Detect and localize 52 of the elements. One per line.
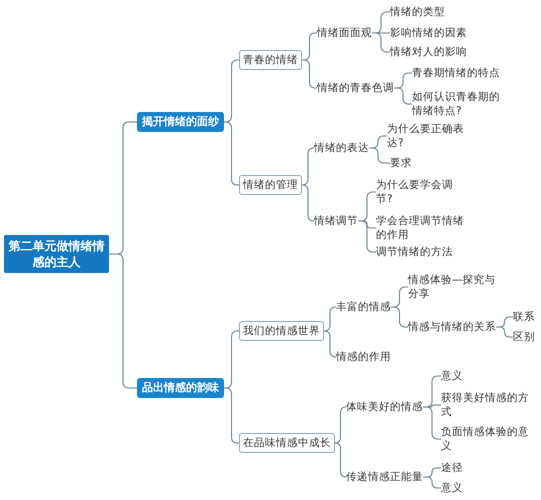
topic-label: 情感与情绪的关系 xyxy=(408,320,496,334)
connector-line xyxy=(224,59,239,123)
topic-label: 途径 xyxy=(441,461,463,475)
connector-line xyxy=(394,87,412,105)
topic-label: 情绪的类型 xyxy=(390,5,445,19)
topic-label: 体味美好的情感 xyxy=(346,400,423,414)
topic-label: 负面情感体验的意义 xyxy=(441,425,533,453)
topic-label: 影响情绪的因素 xyxy=(390,26,467,40)
topic-label: 情绪对人的影响 xyxy=(390,45,467,59)
connector-line xyxy=(224,121,239,186)
connector-line xyxy=(369,147,390,164)
central-topic-box: 第二单元做情绪情感的主人 xyxy=(4,235,109,273)
connector-line xyxy=(334,406,347,444)
topic-label: 情绪的表达 xyxy=(314,141,369,155)
connector-line xyxy=(301,184,315,222)
topic-label: 为什么要正确表达? xyxy=(387,122,467,150)
connector-line xyxy=(323,306,337,332)
topic-label: 要求 xyxy=(390,156,412,170)
connector-line xyxy=(323,330,337,358)
topic-label: 为什么要学会调节? xyxy=(376,178,456,206)
topic-label: 传递情感正能量 xyxy=(346,470,423,484)
topic-label: 意义 xyxy=(441,369,463,383)
topic-label: 情绪的青春色调 xyxy=(317,81,394,95)
subtopic-box: 在品味情感中成长 xyxy=(239,433,335,453)
topic-label: 调节情绪的方法 xyxy=(376,245,453,259)
topic-label: 情感体验—探究与分享 xyxy=(408,273,500,301)
topic-label: 如何认识青春期的情绪特点? xyxy=(412,90,504,118)
topic-label: 丰富的情感 xyxy=(336,300,391,314)
topic-label: 学会合理调节情绪的作用 xyxy=(376,214,468,242)
connector-line xyxy=(224,330,239,389)
main-topic-box: 揭开情绪的面纱 xyxy=(137,112,224,132)
subtopic-box: 我们的情感世界 xyxy=(239,321,324,341)
connector-line xyxy=(496,326,513,338)
topic-label: 情绪面面观 xyxy=(317,26,372,40)
connector-line xyxy=(302,59,317,89)
topic-label: 青春期情绪的特点 xyxy=(412,66,500,80)
connector-line xyxy=(372,32,390,53)
topic-label: 联系 xyxy=(513,310,535,324)
topic-label: 意义 xyxy=(441,481,463,495)
topic-label: 获得美好情感的方式 xyxy=(441,391,533,419)
connector-line xyxy=(301,147,315,186)
connector-line xyxy=(302,32,317,61)
subtopic-box: 情绪的管理 xyxy=(239,175,302,195)
main-topic-box: 品出情感的韵味 xyxy=(137,378,224,398)
topic-label: 情感的作用 xyxy=(336,350,391,364)
topic-label: 情绪调节 xyxy=(314,214,358,228)
subtopic-box: 青春的情绪 xyxy=(239,50,302,70)
topic-label: 区别 xyxy=(513,330,535,344)
connector-line xyxy=(224,387,239,444)
connector-line xyxy=(109,253,137,389)
connector-line xyxy=(423,476,441,489)
connector-line xyxy=(334,442,347,478)
